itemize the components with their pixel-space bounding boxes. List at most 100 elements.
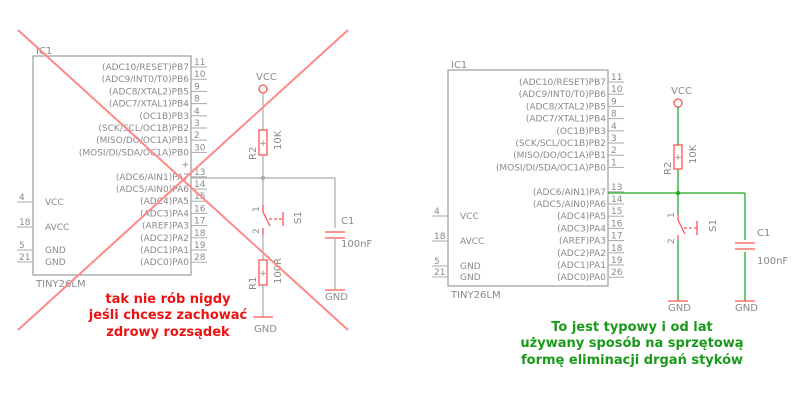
- cap-value: 100nF: [341, 239, 372, 250]
- ic-pin-number: 13: [194, 168, 205, 178]
- ic-pin-number: 8: [611, 110, 617, 120]
- ic-pin-number: 26: [611, 268, 623, 278]
- ic-pin-label: (ADC0)PA0: [557, 273, 606, 283]
- ic-pin-number: 8: [194, 95, 200, 105]
- ic-pin-number: 15: [194, 192, 205, 202]
- switch-pin1: 1: [252, 206, 262, 212]
- ic-pin-label: (ADC2)PA2: [557, 249, 606, 259]
- ic-pin-number: 4: [611, 122, 617, 132]
- ic-pin-number: 11: [194, 58, 205, 68]
- ic-pin-label: (MISO/DO/OC1A)PB1: [96, 136, 189, 146]
- ic-pin-label: (MOSI/DI/SDA/OC1A)PB0: [79, 148, 189, 158]
- ic-pin-number: 9: [194, 82, 200, 92]
- ic-pin-label: (ADC9/INT0/T0)PB6: [102, 75, 190, 85]
- svg-text:+: +: [259, 269, 267, 279]
- ic-pin-number: 1: [611, 158, 617, 168]
- r2-value: 10K: [273, 130, 284, 150]
- ic-pin-number: 19: [194, 241, 206, 251]
- ic-pin-number: 11: [611, 73, 622, 83]
- caption-good-line3: formę eliminacji drgań styków: [521, 353, 743, 368]
- ic-pin-number: 21: [434, 268, 445, 278]
- ic-pin-label: GND: [460, 273, 481, 283]
- gnd2-label: GND: [325, 292, 348, 303]
- ic-pin-label: (ADC9/INT0/T0)PB6: [519, 90, 607, 100]
- gnd1-label: GND: [668, 303, 691, 314]
- ic-pin-label: (ADC10/RESET)PB7: [102, 63, 189, 73]
- ic-pin-label: +: [181, 161, 189, 171]
- vcc-label: VCC: [671, 86, 692, 97]
- caption-good-line1: To jest typowy i od lat: [551, 320, 712, 335]
- ic-pin-label: (ADC5/AIN0)PA6: [116, 185, 189, 195]
- r2-plus: +: [259, 139, 267, 149]
- ic-part-number: TINY26LM: [450, 290, 501, 301]
- ic-pin-label: (OC1B)PB3: [139, 112, 189, 122]
- ic-pin-number: 28: [194, 253, 206, 263]
- ic-pin-label: (ADC3)PA4: [557, 224, 606, 234]
- ic-pin-number: 18: [194, 229, 206, 239]
- ic-pin-number: 10: [611, 85, 623, 95]
- ic-pin-label: (ADC5/AIN0)PA6: [533, 200, 606, 210]
- ic-pin-label: (OC1B)PB3: [556, 127, 606, 137]
- ic-pin-label: (ADC0)PA0: [140, 258, 189, 268]
- ic-pin-number: 19: [611, 256, 623, 266]
- switch-pin2: 2: [252, 228, 262, 234]
- ic-pin-label: (ADC8/XTAL2)PB5: [526, 102, 606, 112]
- ic-pin-label: (ADC6/AIN1)PA7: [116, 173, 189, 183]
- ic-pin-label: (ADC1)PA1: [557, 261, 606, 271]
- r2-name: R2: [248, 147, 259, 160]
- switch-s1: [262, 211, 271, 227]
- ic-right-pins: 11 (ADC10/RESET)PB7 10 (ADC9/INT0/T0)PB6 9 (A…: [79, 58, 207, 268]
- vcc-label: VCC: [256, 72, 277, 83]
- ic-pin-number: 10: [194, 70, 206, 80]
- ic-pin-label: (ADC1)PA1: [140, 246, 189, 256]
- caption-bad-line3: zdrowy rozsądek: [106, 325, 230, 340]
- ic-body: [447, 69, 609, 287]
- right-schematic: IC1 TINY26LM 11(ADC10/RESET)PB710(ADC9/I…: [432, 60, 788, 368]
- ic-pin-label: (SCK/SCL/OC1B)PB2: [515, 139, 606, 149]
- ic-pin-label: (ADC4)PA5: [140, 197, 189, 207]
- ic-pin-label: (ADC8/XTAL2)PB5: [109, 87, 189, 97]
- ic-pin-label: (AREF)PA3: [559, 237, 606, 247]
- ic-pin-number: 13: [611, 183, 622, 193]
- ic-pin-number: 17: [611, 232, 622, 242]
- ic-pin-label: (ADC2)PA2: [140, 234, 189, 244]
- ic-pin-number: 9: [611, 97, 617, 107]
- ic-pin-label: (ADC4)PA5: [557, 212, 606, 222]
- ic-pin-number: 5: [434, 257, 440, 267]
- caption-bad-line1: tak nie rób nigdy: [105, 292, 231, 307]
- switch-name: S1: [708, 219, 719, 232]
- switch-pin2: 2: [667, 238, 677, 244]
- cap-name: C1: [757, 228, 770, 239]
- r1-value: 100R: [273, 258, 284, 284]
- switch-pin1: 1: [667, 212, 677, 218]
- ic-pin-label: AVCC: [45, 223, 69, 233]
- gnd1-label: GND: [254, 324, 277, 335]
- svg-text:+: +: [674, 153, 682, 163]
- ic-pin-number: 21: [19, 253, 30, 263]
- ic-pin-number: 18: [434, 232, 446, 242]
- ic-pin-number: 18: [611, 244, 623, 254]
- ic-pin-label: (ADC3)PA4: [140, 209, 189, 219]
- ic-pin-number: 2: [611, 146, 617, 156]
- ic-pin-label: (ADC6/AIN1)PA7: [533, 188, 606, 198]
- ic-pin-number: 16: [611, 219, 623, 229]
- ic-pin-number: 4: [19, 193, 25, 203]
- ic-right-pins: 11(ADC10/RESET)PB710(ADC9/INT0/T0)PB69(A…: [496, 73, 624, 283]
- r1-name: R1: [248, 277, 259, 290]
- ic-pin-label: VCC: [45, 198, 64, 208]
- caption-bad-line2: jeśli chcesz zachować: [88, 308, 248, 323]
- r2-name: R2: [663, 162, 674, 175]
- vcc-symbol: [258, 84, 268, 94]
- ic-pin-label: (MISO/DO/OC1A)PB1: [513, 151, 606, 161]
- ic-pin-number: 16: [194, 204, 206, 214]
- ic-pin-label: (ADC7/XTAL1)PB4: [109, 100, 189, 110]
- ic-name: IC1: [36, 46, 52, 57]
- ic-pin-label: (AREF)PA3: [142, 222, 189, 232]
- ic-pin-number: 5: [19, 241, 25, 251]
- ic-pin-label: GND: [45, 246, 66, 256]
- ic-body: [32, 55, 192, 276]
